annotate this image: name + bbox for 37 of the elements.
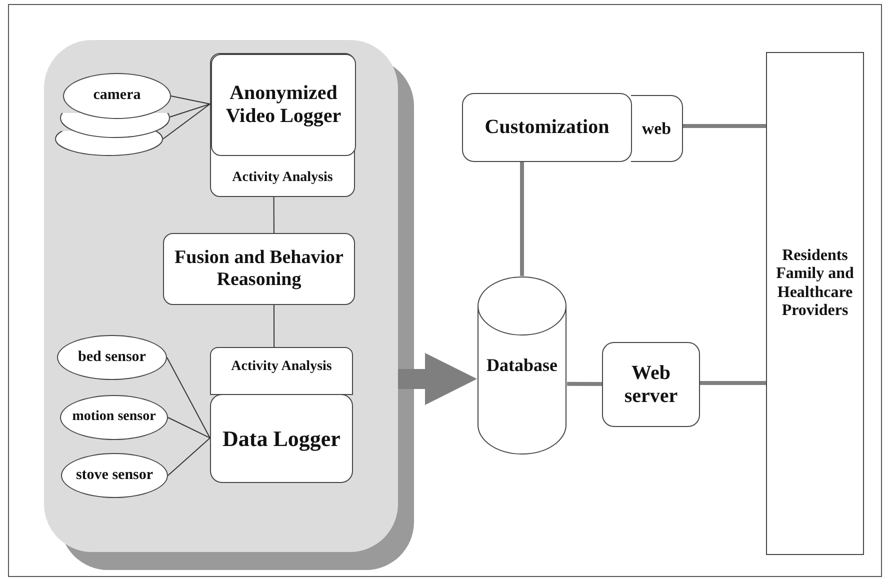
connector-line bbox=[168, 417, 210, 438]
process-box bbox=[210, 394, 353, 483]
node-label: Activity Analysis bbox=[231, 359, 332, 376]
node-label: bed sensor bbox=[78, 348, 146, 366]
process-box bbox=[631, 95, 683, 162]
node-label: Database bbox=[486, 355, 558, 376]
connector-line bbox=[162, 104, 210, 140]
system-panel bbox=[44, 40, 398, 552]
process-box bbox=[210, 347, 353, 395]
connector-line bbox=[170, 96, 210, 104]
connector-line bbox=[168, 437, 210, 476]
process-box bbox=[210, 53, 355, 197]
connector-line bbox=[700, 380, 766, 385]
node-label: motion sensor bbox=[72, 409, 156, 426]
connector-line bbox=[169, 104, 210, 118]
process-box bbox=[766, 52, 864, 555]
connector-line bbox=[683, 124, 766, 128]
node-label: Customization bbox=[484, 116, 610, 139]
connector-line bbox=[273, 304, 275, 348]
node-label: Activity Analysis bbox=[232, 170, 333, 186]
connector-line bbox=[273, 196, 274, 234]
node-label: Data Logger bbox=[222, 426, 340, 452]
connector-line bbox=[166, 357, 210, 438]
node-label: Fusion and Behavior Reasoning bbox=[174, 247, 344, 291]
arrow bbox=[398, 352, 477, 405]
node-label: Residents Family and Healthcare Providers bbox=[775, 246, 855, 320]
node-label: Web server bbox=[623, 362, 679, 408]
process-box bbox=[462, 93, 632, 162]
connector-line bbox=[520, 162, 524, 276]
node-label: web bbox=[642, 118, 672, 138]
process-box bbox=[163, 233, 355, 305]
node-label: camera bbox=[93, 87, 141, 105]
process-box bbox=[602, 342, 700, 427]
node-label: stove sensor bbox=[76, 466, 154, 484]
process-box bbox=[211, 54, 356, 156]
node-label: Anonymized Video Logger bbox=[224, 82, 342, 128]
connector-line bbox=[567, 382, 602, 386]
